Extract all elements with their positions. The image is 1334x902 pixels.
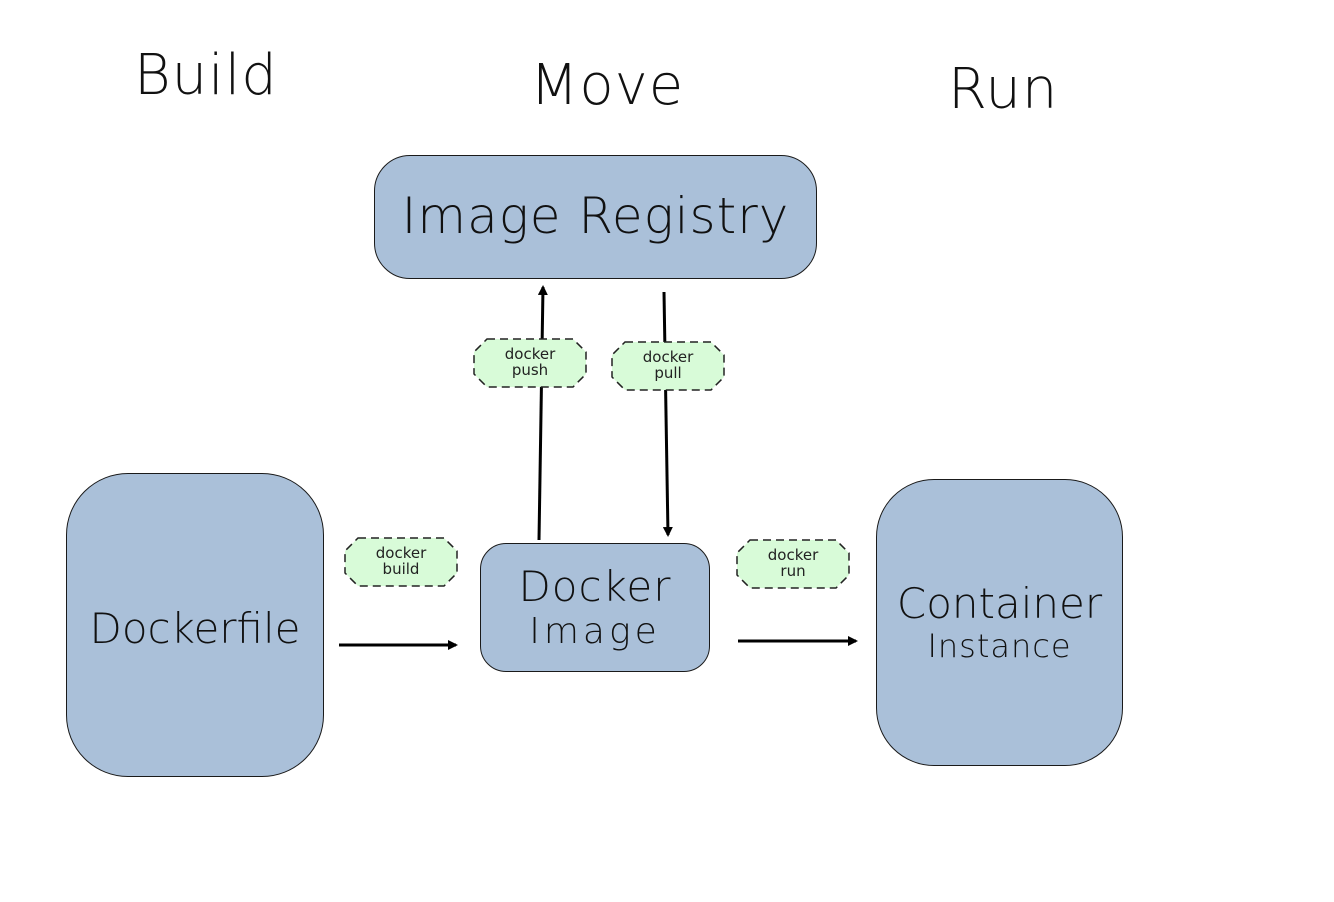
stage-heading-build: Build xyxy=(134,43,278,108)
arrow-image-to-registry xyxy=(537,285,548,541)
image-registry-node: Image Registry xyxy=(374,155,817,279)
docker-build-line2: build xyxy=(382,560,420,578)
dashed-octagon-shape xyxy=(736,539,850,589)
container-label-line1: Container xyxy=(896,578,1103,628)
dockerfile-label: Dockerfile xyxy=(89,603,301,653)
docker-push-line2: push xyxy=(511,361,549,379)
docker-pull-badge: docker pull xyxy=(611,341,725,391)
dockerfile-node: Dockerfile xyxy=(66,473,324,777)
container-label-line2: Instance xyxy=(927,627,1072,666)
container-instance-node: Container Instance xyxy=(876,479,1123,766)
docker-push-badge: docker push xyxy=(473,338,587,388)
docker-build-line1: docker xyxy=(375,544,427,563)
docker-image-node: Docker Image xyxy=(480,543,710,672)
docker-run-badge: docker run xyxy=(736,539,850,589)
docker-image-label-line2: Image xyxy=(529,610,661,652)
docker-pull-line1: docker xyxy=(642,348,694,367)
docker-push-line1: docker xyxy=(504,345,556,364)
docker-pull-line2: pull xyxy=(654,364,682,382)
stage-heading-move: Move xyxy=(530,53,685,118)
docker-run-line1: docker xyxy=(767,546,819,565)
dashed-octagon-shape xyxy=(473,338,587,388)
dashed-octagon-shape xyxy=(611,341,725,391)
stage-heading-run: Run xyxy=(948,57,1059,122)
image-registry-label: Image Registry xyxy=(401,187,790,246)
docker-image-label-line1: Docker xyxy=(518,561,672,611)
docker-build-badge: docker build xyxy=(344,537,458,587)
arrow-registry-to-image xyxy=(662,291,673,537)
docker-run-line2: run xyxy=(780,562,806,580)
dashed-octagon-shape xyxy=(344,537,458,587)
